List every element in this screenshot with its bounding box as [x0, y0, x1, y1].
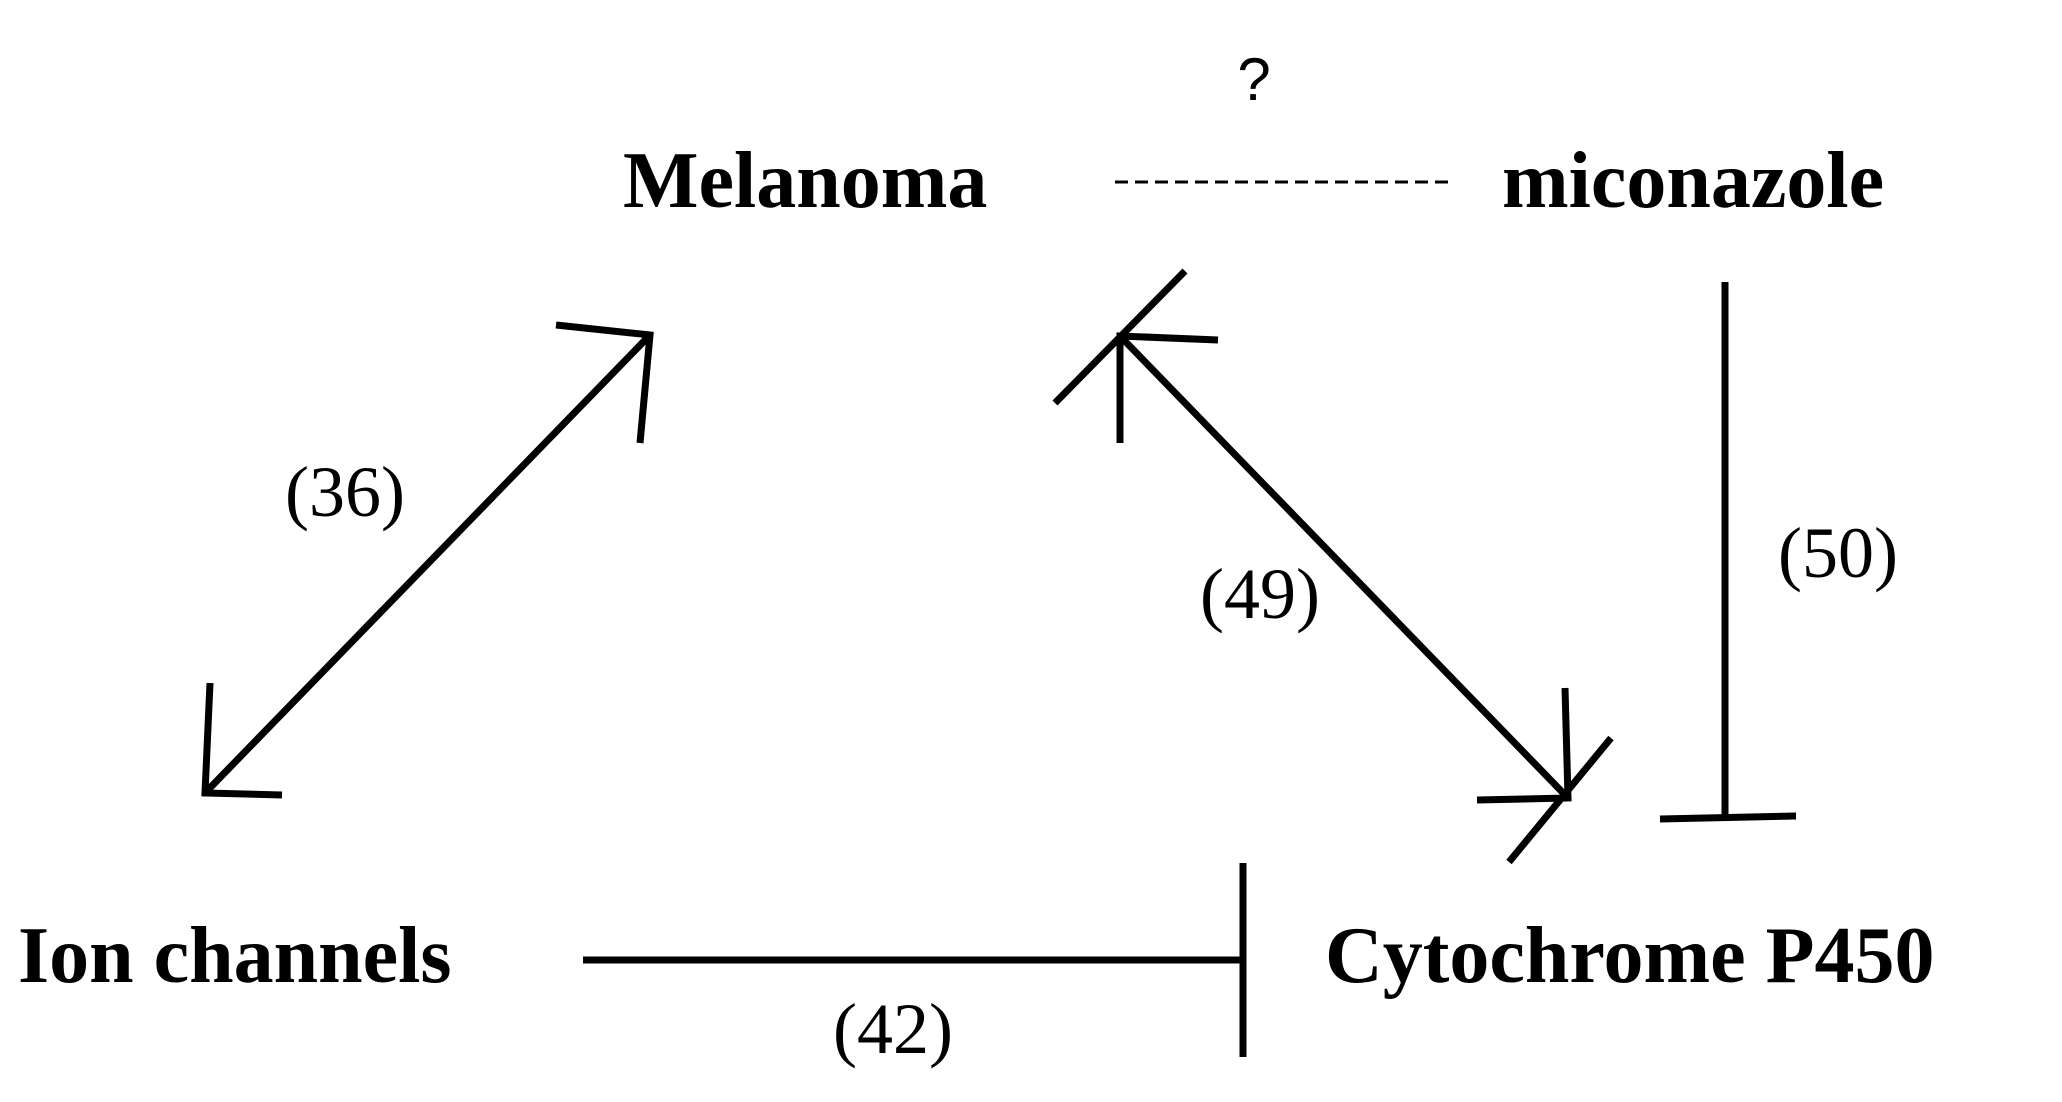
inhibition-bar-cytochrome-side [1506, 735, 1614, 865]
arrowhead-cytochrome-side [1476, 687, 1572, 804]
edge-ion-melanoma-shaft [202, 332, 653, 796]
node-melanoma: Melanoma [623, 137, 987, 225]
edge-label-42: (42) [833, 989, 953, 1069]
edge-label-49: (49) [1200, 554, 1320, 634]
arrowhead-melanoma-end [555, 321, 654, 444]
node-ion-channels: Ion channels [18, 912, 451, 1000]
edge-label-50: (50) [1778, 513, 1898, 593]
inhibition-bar-cytochrome-top [1659, 812, 1797, 823]
node-miconazole: miconazole [1502, 137, 1884, 225]
edge-label-36: (36) [285, 452, 405, 532]
edge-ion-cytochrome [583, 863, 1247, 1057]
edge-melanoma-cytochrome-shaft [1117, 333, 1571, 801]
edge-melanoma-cytochrome [1052, 268, 1614, 865]
edge-label-question: ? [1237, 46, 1270, 113]
arrowhead-ion-end [201, 682, 283, 799]
edge-miconazole-cytochrome [1659, 282, 1797, 823]
node-cytochrome-p450: Cytochrome P450 [1325, 912, 1935, 1000]
inhibition-bar-melanoma-side [1052, 268, 1188, 406]
edge-ion-melanoma [201, 321, 654, 799]
